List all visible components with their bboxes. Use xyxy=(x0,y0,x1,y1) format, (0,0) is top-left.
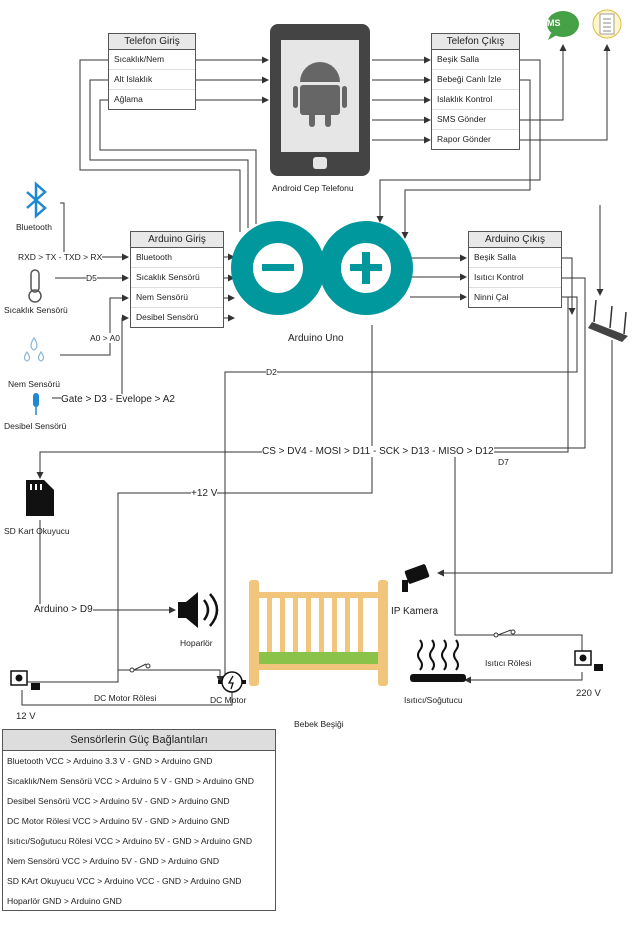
arduino-cikis-title: Arduino Çıkış xyxy=(469,232,561,248)
arduino-uno-label: Arduino Uno xyxy=(288,333,344,344)
power-table-row: Isıtıcı/Soğutucu Rölesi VCC > Arduino 5V… xyxy=(7,836,253,846)
telefon-giris-title: Telefon Giriş xyxy=(109,34,195,50)
power-table-row: Nem Sensörü VCC > Arduino 5V - GND > Ard… xyxy=(7,856,220,866)
wire-label-12v: +12 V xyxy=(191,488,218,499)
arduino-giris-title: Arduino Giriş xyxy=(131,232,223,248)
thermometer-icon xyxy=(28,269,42,303)
microphone-icon xyxy=(33,393,39,415)
humidity-sensor-label: Nem Sensörü xyxy=(8,379,60,389)
temp-sensor-label: Sıcaklık Sensörü xyxy=(4,305,68,315)
power-table-title: Sensörlerin Güç Bağlantıları xyxy=(3,730,275,751)
wire-label-d9: Arduino > D9 xyxy=(34,604,93,615)
power-table-row: SD KArt Okuyucu VCC > Arduino VCC - GND … xyxy=(7,876,242,886)
dc-motor-label: DC Motor xyxy=(210,695,247,705)
wire-label-rxd: RXD > TX - TXD > RX xyxy=(18,252,103,262)
arduino-cikis-item: Ninni Çal xyxy=(474,292,509,302)
sms-label: SMS xyxy=(541,18,561,28)
telefon-cikis-item: Rapor Gönder xyxy=(437,134,491,144)
relay-switch-glyphs xyxy=(129,629,516,673)
arduino-giris-item: Bluetooth xyxy=(131,248,223,268)
bluetooth-icon xyxy=(26,181,47,219)
wire-label-gate: Gate > D3 - Evelope > A2 xyxy=(61,394,175,405)
wire-label-d5: D5 xyxy=(86,273,97,283)
sd-card-icon xyxy=(26,480,54,516)
telefon-cikis-item: SMS Gönder xyxy=(432,110,519,130)
power-table-row: Hoparlör GND > Arduino GND xyxy=(7,896,122,906)
wire-label-spi: CS > DV4 - MOSI > D11 - SCK > D13 - MISO… xyxy=(262,446,494,457)
android-phone-icon xyxy=(270,24,370,176)
heater-label: Isıtıcı/Soğutucu xyxy=(404,695,463,705)
telefon-cikis-box: Telefon Çıkış Beşik Salla Bebeği Canlı İ… xyxy=(431,33,520,150)
arduino-giris-box: Arduino Giriş Bluetooth Sıcaklık Sensörü… xyxy=(130,231,224,328)
router-icon xyxy=(588,299,628,342)
power-supply-220v-icon xyxy=(574,650,603,671)
ip-camera-label: IP Kamera xyxy=(391,606,439,617)
power-table-row: Sıcaklık/Nem Sensörü VCC > Arduino 5 V -… xyxy=(7,776,254,786)
crib-icon xyxy=(249,580,388,686)
heater-relay-label: Isıtıcı Rölesi xyxy=(485,658,532,668)
wire-label-a0: A0 > A0 xyxy=(90,333,121,343)
arduino-cikis-box: Arduino Çıkış Beşik Salla Isıtıcı Kontro… xyxy=(468,231,562,308)
telefon-giris-item: Alt Islaklık xyxy=(109,70,195,90)
arduino-giris-item: Nem Sensörü xyxy=(131,288,223,308)
sms-icon xyxy=(547,11,579,40)
speaker-icon xyxy=(178,592,219,628)
dc-motor-icon xyxy=(218,671,246,693)
arduino-giris-item: Desibel Sensörü xyxy=(136,312,199,322)
motor-relay-label: DC Motor Rölesi xyxy=(94,693,157,703)
android-phone-label: Android Cep Telefonu xyxy=(272,183,354,193)
arduino-cikis-item: Isıtıcı Kontrol xyxy=(469,268,561,288)
humidity-drops-icon xyxy=(23,336,45,362)
telefon-cikis-item: Beşik Salla xyxy=(432,50,519,70)
telefon-giris-item: Sıcaklık/Nem xyxy=(109,50,195,70)
v12-label: 12 V xyxy=(16,711,36,722)
telefon-giris-item: Ağlama xyxy=(114,94,143,104)
ip-camera-icon xyxy=(402,564,430,592)
power-table-row: Desibel Sensörü VCC > Arduino 5V - GND >… xyxy=(7,796,230,806)
report-document-icon xyxy=(592,9,622,39)
power-supply-12v-icon xyxy=(10,670,40,690)
wire-label-d2: D2 xyxy=(266,367,277,377)
v220-label: 220 V xyxy=(576,688,601,699)
telefon-cikis-item: Bebeği Canlı İzle xyxy=(432,70,519,90)
sd-reader-label: SD Kart Okuyucu xyxy=(4,526,70,536)
power-connections-table: Sensörlerin Güç Bağlantıları Bluetooth V… xyxy=(2,729,276,911)
telefon-cikis-item: Islaklık Kontrol xyxy=(432,90,519,110)
decibel-sensor-label: Desibel Sensörü xyxy=(4,421,67,431)
power-table-row: DC Motor Rölesi VCC > Arduino 5V - GND >… xyxy=(7,816,230,826)
arduino-cikis-item: Beşik Salla xyxy=(469,248,561,268)
speaker-label: Hoparlör xyxy=(180,638,213,648)
power-table-row: Bluetooth VCC > Arduino 3.3 V - GND > Ar… xyxy=(7,756,213,766)
telefon-giris-box: Telefon Giriş Sıcaklık/Nem Alt Islaklık … xyxy=(108,33,196,110)
crib-label: Bebek Beşiği xyxy=(294,719,344,729)
arduino-giris-item: Sıcaklık Sensörü xyxy=(131,268,223,288)
heater-icon xyxy=(410,639,466,682)
wire-label-d7: D7 xyxy=(498,457,509,467)
telefon-cikis-title: Telefon Çıkış xyxy=(432,34,519,50)
connection-lines xyxy=(21,44,613,706)
arduino-logo-icon xyxy=(231,221,413,315)
bluetooth-label: Bluetooth xyxy=(16,222,52,232)
